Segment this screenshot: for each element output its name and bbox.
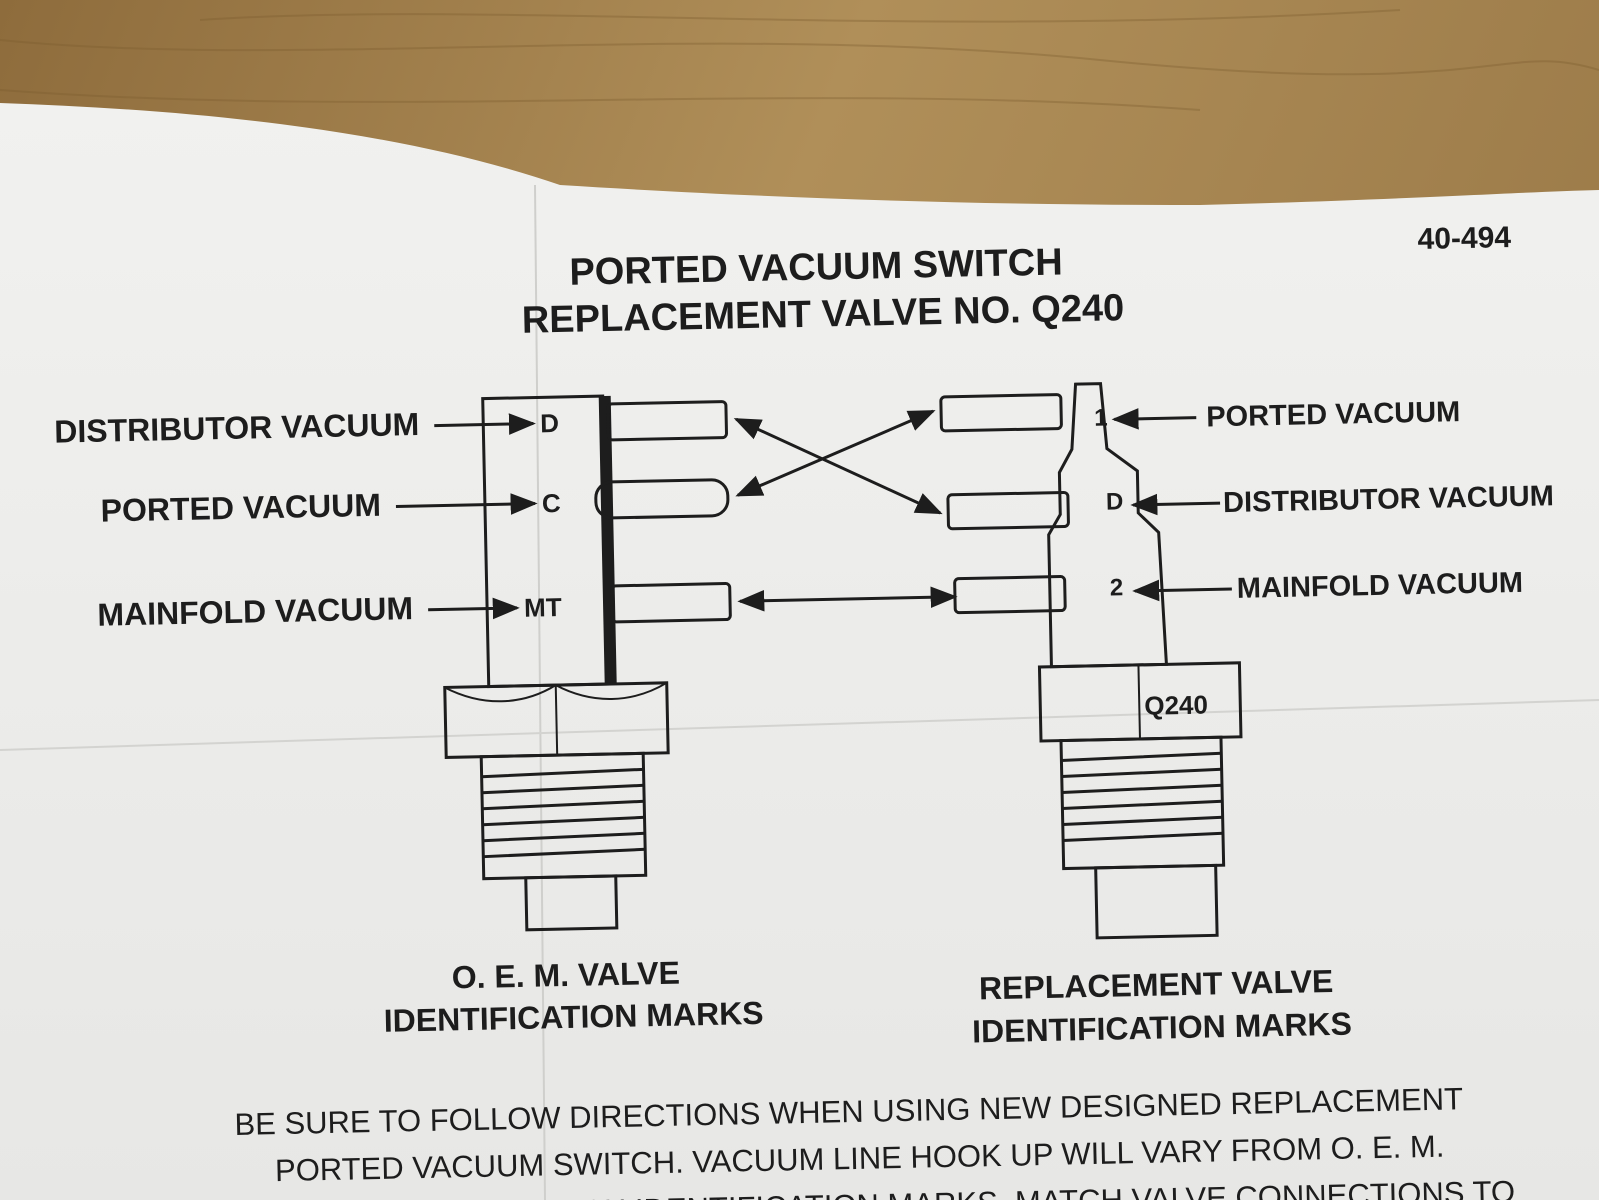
oem-port-d [606, 400, 728, 442]
oem-arrow-distributor [434, 413, 536, 435]
replacement-caption-line-2: IDENTIFICATION MARKS [972, 1006, 1352, 1050]
paper-sheet [0, 103, 1599, 1200]
oem-label-ported: PORTED VACUUM [100, 487, 381, 529]
oem-label-distributor: DISTRIBUTOR VACUUM [54, 406, 420, 450]
oem-mark-mt: MT [524, 592, 562, 623]
oem-port-c [594, 478, 730, 520]
oem-port-mt [610, 582, 732, 624]
replacement-port-d [946, 490, 1070, 531]
replacement-arrow-distributor [1130, 493, 1221, 516]
connector-oem-mt-to-replacement-2 [737, 586, 958, 612]
replacement-label-manifold: MAINFOLD VACUUM [1237, 567, 1524, 605]
replacement-threads [1061, 751, 1224, 843]
replacement-label-distributor: DISTRIBUTOR VACUUM [1223, 480, 1554, 519]
connector-oem-c-to-replacement-1 [735, 409, 936, 497]
oem-arrow-ported [395, 493, 538, 515]
replacement-valve-drawing [939, 382, 1243, 940]
oem-arrow-manifold [428, 597, 520, 620]
oem-mark-c: C [542, 488, 562, 518]
replacement-port-2 [953, 575, 1067, 615]
oem-hex-nut-divider [554, 685, 559, 756]
oem-label-manifold: MAINFOLD VACUUM [97, 590, 413, 633]
replacement-hex-mark: Q240 [1144, 689, 1208, 720]
oem-hex-nut-curve [444, 681, 668, 703]
replacement-hex-nut-divider [1137, 664, 1141, 739]
paper-fold-horizontal [0, 699, 1599, 751]
wood-grain [0, 9, 1599, 111]
replacement-arrow-manifold [1132, 579, 1232, 602]
replacement-arrow-ported [1111, 408, 1197, 430]
doc-number: 40-494 [1417, 221, 1511, 256]
oem-valve-stem [524, 874, 619, 932]
oem-valve-drawing [443, 394, 732, 932]
replacement-label-ported: PORTED VACUUM [1206, 396, 1461, 433]
title-line-1: PORTED VACUUM SWITCH [569, 241, 1063, 293]
oem-caption-line-2: IDENTIFICATION MARKS [383, 995, 763, 1039]
replacement-mark-d: D [1106, 488, 1124, 515]
replacement-port-1 [939, 393, 1063, 433]
replacement-mark-2: 2 [1110, 574, 1124, 601]
oem-caption-line-1: O. E. M. VALVE [451, 955, 680, 996]
oem-threads [481, 767, 646, 859]
replacement-valve-stem [1094, 863, 1219, 940]
replacement-mark-1: 1 [1094, 405, 1108, 432]
replacement-caption-line-1: REPLACEMENT VALVE [979, 963, 1334, 1006]
oem-mark-d: D [540, 408, 559, 438]
